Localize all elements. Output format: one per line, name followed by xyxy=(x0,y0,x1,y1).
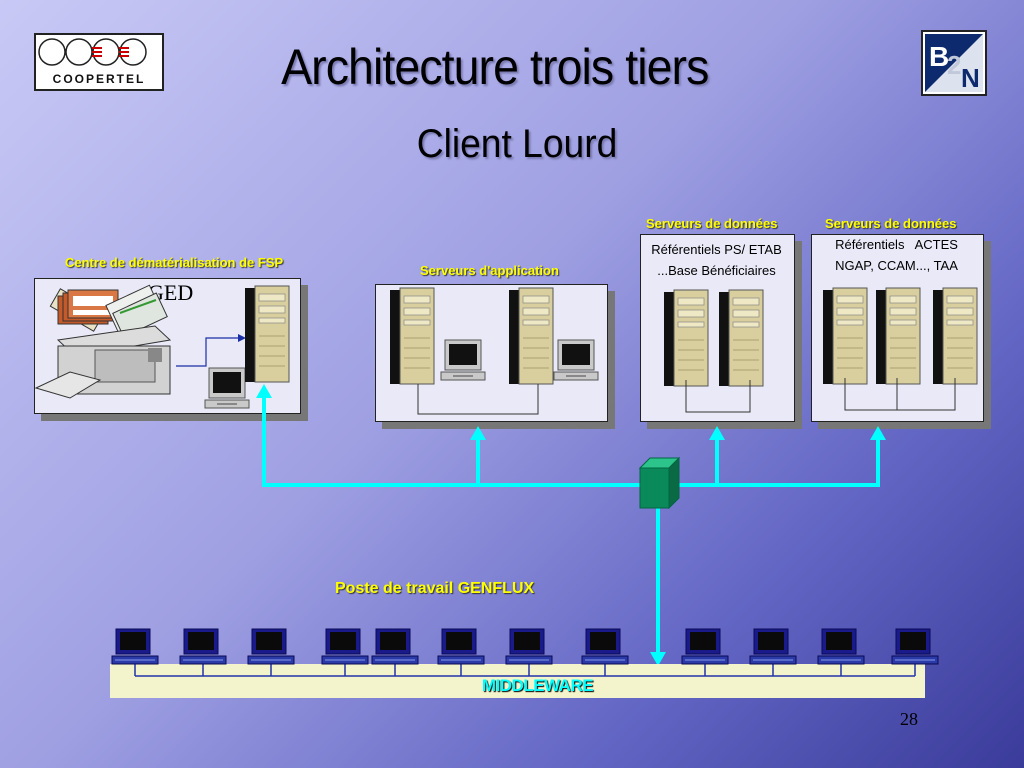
workstation-icon-12 xyxy=(891,628,939,676)
data1-line1: Référentiels PS/ ETAB xyxy=(651,242,782,257)
svg-text:N: N xyxy=(961,63,980,93)
network-switch-icon xyxy=(638,456,681,510)
middleware-bar xyxy=(110,664,925,698)
fsp-label: Centre de dématérialisation de FSP xyxy=(65,255,284,270)
workstation-icon-4 xyxy=(321,628,369,676)
workstation-icon-9 xyxy=(681,628,729,676)
slide-title: Architecture trois tiers xyxy=(281,39,709,95)
b2n-logo: B 2 N xyxy=(921,30,987,96)
workstation-icon-10 xyxy=(749,628,797,676)
scanner-link xyxy=(176,337,238,367)
b2n-logo-mark: B 2 N xyxy=(925,34,983,93)
scanner-icon xyxy=(34,325,172,399)
data2-line2: NGAP, CCAM..., TAA xyxy=(835,258,958,273)
scanned-doc-icon xyxy=(105,284,168,338)
workstation-icon-11 xyxy=(817,628,865,676)
coopertel-rings-icon xyxy=(38,38,147,66)
workstation-icon-2 xyxy=(179,628,227,676)
workstation-icon-8 xyxy=(581,628,629,676)
page-number: 28 xyxy=(900,709,918,729)
data2-line1: Référentiels ACTES xyxy=(835,237,958,252)
backbone-links xyxy=(262,398,880,652)
coopertel-logo: COOPERTEL xyxy=(34,33,164,91)
app-servers-label: Serveurs d'application xyxy=(420,263,559,278)
data-servers-label-1: Serveurs de données xyxy=(646,216,778,231)
coopertel-logo-text: COOPERTEL xyxy=(52,72,146,86)
workstation-icon-5 xyxy=(371,628,419,676)
svg-text:2: 2 xyxy=(947,50,961,80)
workstation-icon-7 xyxy=(505,628,553,676)
workstation-icon-6 xyxy=(437,628,485,676)
workstation-icon-1 xyxy=(111,628,159,676)
middleware-label: MIDDLEWARE xyxy=(481,676,594,695)
workstation-icon-3 xyxy=(247,628,295,676)
document-stack-icon xyxy=(49,288,119,332)
slide-subtitle: Client Lourd xyxy=(416,122,618,166)
svg-text:B: B xyxy=(929,41,949,72)
data1-line2: ...Base Bénéficiaires xyxy=(657,263,776,278)
workstations-label: Poste de travail GENFLUX xyxy=(335,580,535,597)
data-servers-label-2: Serveurs de données xyxy=(825,216,957,231)
